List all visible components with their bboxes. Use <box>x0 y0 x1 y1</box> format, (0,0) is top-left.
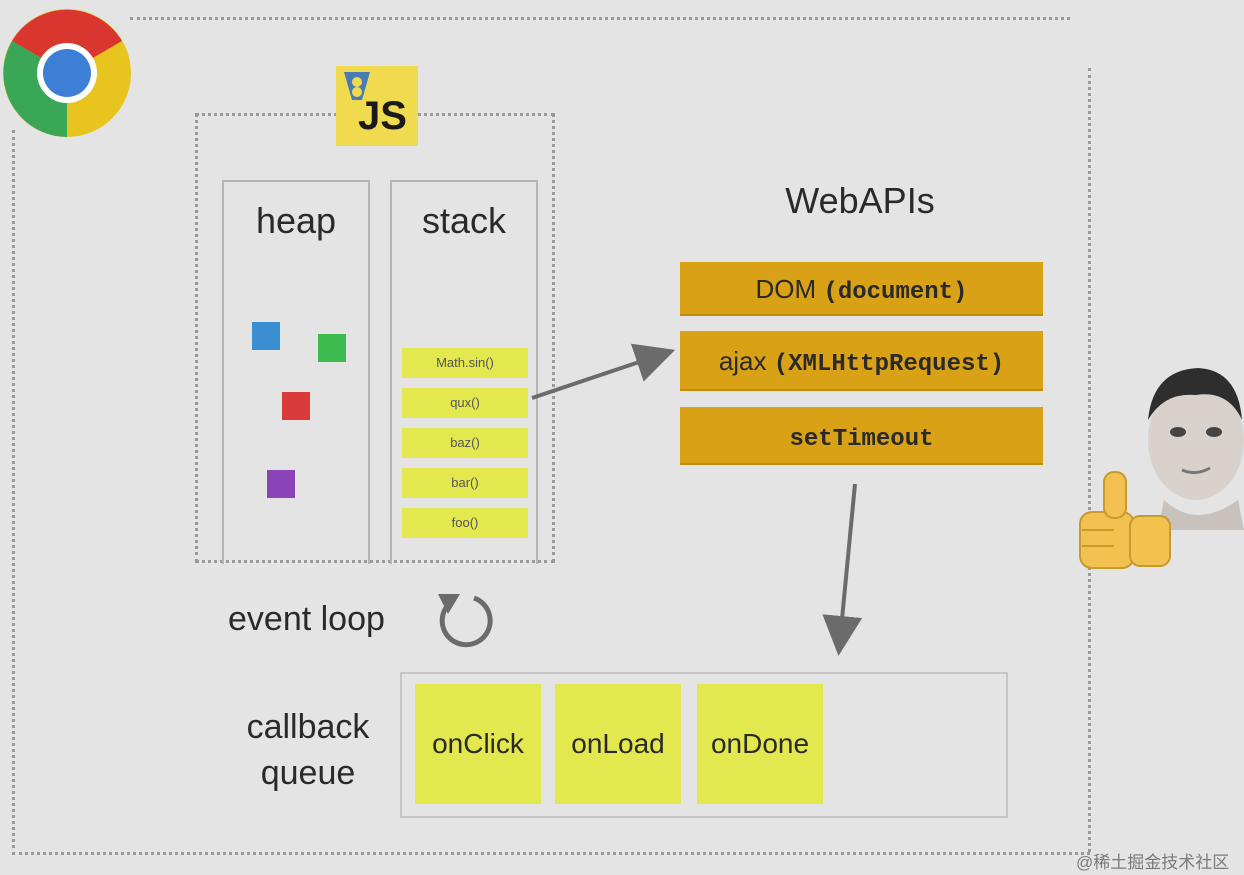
callback-queue-label-line1: callback <box>246 708 370 746</box>
stack-frame: foo() <box>402 508 528 538</box>
webapi-dom-detail: (document) <box>823 279 968 306</box>
webapi-to-queue-arrow <box>822 483 863 656</box>
stack-title: stack <box>421 200 507 241</box>
outer-border-bottom <box>12 852 1090 855</box>
heap-title: heap <box>255 200 337 241</box>
outer-border-top <box>130 17 1070 20</box>
thumbs-up-person-icon <box>1079 368 1244 569</box>
webapi-settimeout: setTimeout <box>680 407 1043 465</box>
heap-object-green <box>318 334 346 362</box>
webapi-settimeout-detail: setTimeout <box>789 426 934 453</box>
heap-object-red <box>282 392 310 420</box>
webapi-ajax: ajax (XMLHttpRequest) <box>680 331 1043 391</box>
outer-border-left <box>12 130 15 855</box>
watermark: @稀土掘金技术社区 <box>1076 853 1230 872</box>
webapi-ajax-name: ajax <box>718 346 767 376</box>
event-loop-label: event loop <box>228 600 385 638</box>
heap-column: heap <box>222 180 370 564</box>
v8-icon <box>344 72 370 100</box>
stack-to-webapi-arrow <box>531 343 676 400</box>
outer-border-right <box>1088 68 1091 852</box>
stack-frame: qux() <box>402 388 528 418</box>
callback-queue-box <box>400 672 1008 818</box>
stack-column: stack Math.sin() qux() baz() bar() foo() <box>390 180 538 564</box>
stack-frame: Math.sin() <box>402 348 528 378</box>
stack-frame: bar() <box>402 468 528 498</box>
refresh-loop-icon <box>438 594 493 648</box>
callback-queue-label-line2: queue <box>260 754 356 792</box>
callback-queue-label: callback queue <box>228 704 388 796</box>
js-logo-text: JS <box>358 94 407 138</box>
js-logo: JS <box>336 66 418 146</box>
heap-object-purple <box>267 470 295 498</box>
heap-object-blue <box>252 322 280 350</box>
webapi-dom-name: DOM <box>755 274 817 304</box>
js-engine-box: heap stack Math.sin() qux() baz() bar() … <box>195 113 555 564</box>
stack-frame: baz() <box>402 428 528 458</box>
webapi-ajax-detail: (XMLHttpRequest) <box>773 351 1005 378</box>
callback-item: onClick <box>415 684 541 804</box>
callback-item: onLoad <box>555 684 681 804</box>
webapi-dom: DOM (document) <box>680 262 1043 316</box>
webapis-title: WebAPIs <box>785 180 935 221</box>
callback-item: onDone <box>697 684 823 804</box>
chrome-logo-icon <box>3 9 131 137</box>
